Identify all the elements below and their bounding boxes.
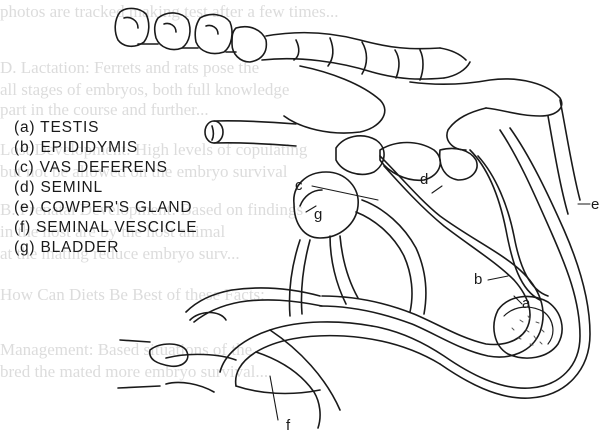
legend-label: BLADDER xyxy=(40,239,119,256)
legend-item-vas-deferens: (c) VAS DEFERENS xyxy=(14,158,197,178)
legend-label: VAS DEFERENS xyxy=(40,159,168,176)
legend-letter: (f) xyxy=(14,219,31,236)
legend-item-testis: (a) TESTIS xyxy=(14,118,197,138)
legend-label: EPIDIDYMIS xyxy=(40,139,138,156)
legend-label: SEMINAL VESCICLE xyxy=(36,219,197,236)
callout-f: f xyxy=(286,418,290,434)
legend-item-seminal-vesicle: (f) SEMINAL VESCICLE xyxy=(14,218,197,238)
legend: (a) TESTIS (b) EPIDIDYMIS (c) VAS DEFERE… xyxy=(14,118,197,258)
leader-b xyxy=(488,276,508,280)
legend-label: COWPER'S GLAND xyxy=(40,199,192,216)
legend-letter: (a) xyxy=(14,119,35,136)
legend-letter: (e) xyxy=(14,199,35,216)
bladder xyxy=(294,172,358,238)
testis-stipple xyxy=(512,316,544,345)
vertebrae xyxy=(115,8,470,80)
callout-e: e xyxy=(591,197,599,213)
legend-item-bladder: (g) BLADDER xyxy=(14,238,197,258)
callout-g: g xyxy=(314,207,322,223)
legend-item-seminl: (d) SEMINL xyxy=(14,178,197,198)
lower-outline xyxy=(118,313,340,429)
legend-label: SEMINL xyxy=(40,179,103,196)
leader-f xyxy=(270,376,278,420)
legend-letter: (b) xyxy=(14,139,35,156)
upper-glands xyxy=(336,136,477,180)
callout-a: a xyxy=(522,296,530,312)
rectum xyxy=(205,121,296,146)
callout-d: d xyxy=(420,172,428,188)
legend-letter: (d) xyxy=(14,179,35,196)
duct-loops xyxy=(186,100,590,398)
legend-letter: (c) xyxy=(14,159,34,176)
leader-d xyxy=(432,186,442,193)
legend-item-epididymis: (b) EPIDIDYMIS xyxy=(14,138,197,158)
legend-label: TESTIS xyxy=(40,119,99,136)
leader-c xyxy=(312,186,378,200)
legend-item-cowpers-gland: (e) COWPER'S GLAND xyxy=(14,198,197,218)
legend-letter: (g) xyxy=(14,239,35,256)
callout-c: c xyxy=(295,178,303,194)
callout-b: b xyxy=(474,272,482,288)
